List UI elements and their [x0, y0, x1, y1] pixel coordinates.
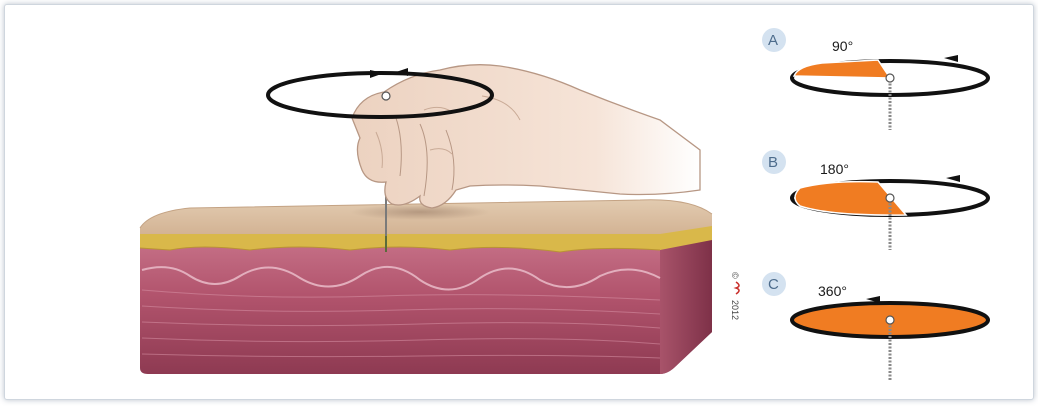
panel-b-letter: B [768, 154, 778, 171]
panel-a-letter: A [768, 32, 778, 49]
credit-signature [736, 282, 739, 294]
panel-b-angle: 180° [820, 161, 849, 177]
credit-mark: © 2012 [730, 272, 740, 320]
credit-year: 2012 [730, 300, 740, 320]
panel-c-angle: 360° [818, 283, 847, 299]
credit-symbol: © [730, 272, 740, 279]
panel-c: C 360° [762, 272, 988, 380]
panel-a-wedge [794, 60, 890, 78]
hand-illustration [352, 65, 700, 208]
panel-a-angle: 90° [832, 38, 853, 54]
panel-a: A 90° [762, 28, 988, 130]
panel-b: B 180° [762, 150, 988, 250]
panel-c-letter: C [768, 276, 779, 293]
tissue-block-illustration [140, 200, 712, 374]
